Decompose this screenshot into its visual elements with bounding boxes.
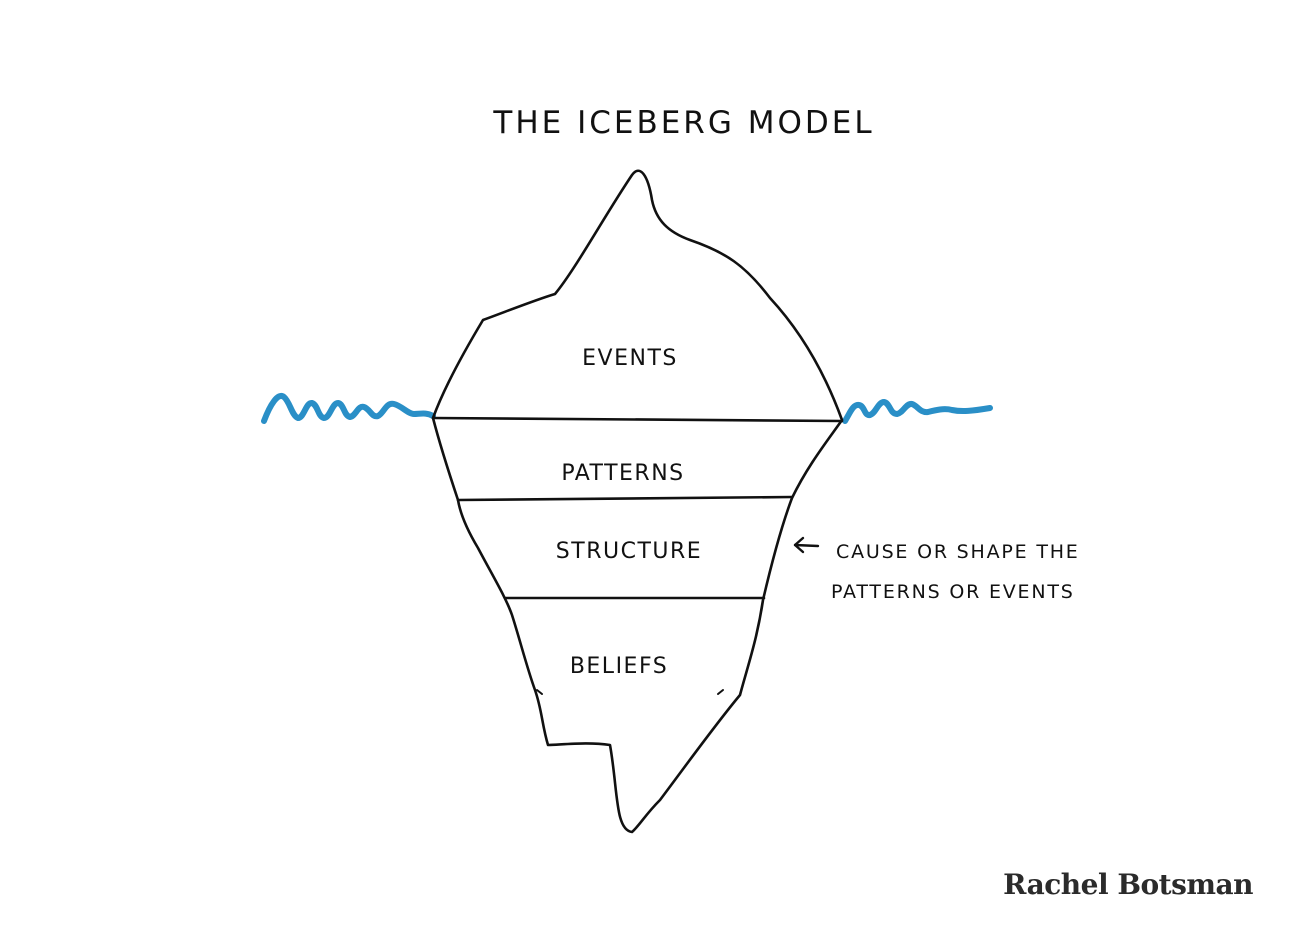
water-line-right (842, 399, 993, 424)
sketch-mark-left (536, 689, 543, 695)
sketch-mark-right (717, 689, 724, 695)
layer-label-structure: STRUCTURE (556, 539, 702, 564)
water-line-left (261, 392, 436, 424)
annotation-arrow-icon (793, 536, 820, 554)
divider-patterns-structure (456, 495, 794, 502)
layer-label-events: EVENTS (582, 346, 678, 371)
layer-label-beliefs: BELIEFS (570, 654, 668, 679)
diagram-title: THE ICEBERG MODEL (492, 105, 874, 141)
annotation-line-1: CAUSE OR SHAPE THE (836, 541, 1080, 563)
iceberg-outline (431, 169, 844, 834)
annotation-line-2: PATTERNS OR EVENTS (831, 581, 1075, 603)
divider-waterline (431, 416, 844, 423)
layer-label-patterns: PATTERNS (561, 461, 684, 486)
author-credit: Rachel Botsman (1003, 868, 1253, 901)
